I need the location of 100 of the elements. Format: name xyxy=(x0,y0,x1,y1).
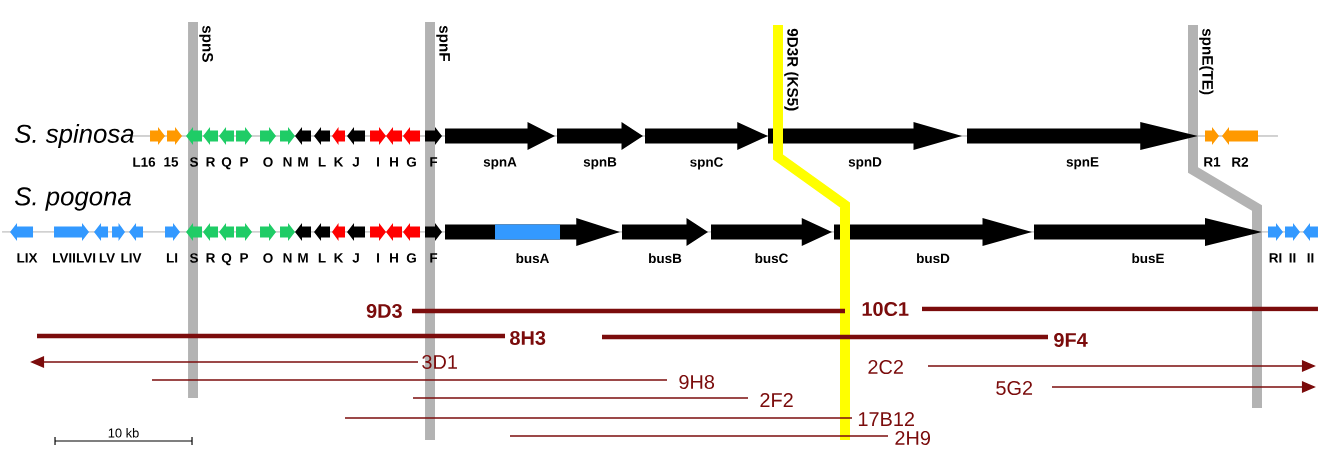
gene-block: H xyxy=(386,223,402,263)
gene-block: L16 xyxy=(133,127,165,167)
gene-block: I xyxy=(370,127,386,167)
node-label: H xyxy=(390,253,398,263)
node-label: G xyxy=(406,157,416,167)
gene-block: M xyxy=(295,223,311,263)
node-label: spnC xyxy=(690,157,723,170)
species-name: S. spinosa xyxy=(15,123,134,148)
gene-block: spnD xyxy=(768,122,962,170)
node-label: busE xyxy=(1132,253,1164,264)
node-label: F xyxy=(430,253,438,263)
node-label: spnB xyxy=(583,157,617,170)
clone-label: 9H8 xyxy=(679,374,715,390)
gene-block: N xyxy=(280,127,295,167)
node-label: RI xyxy=(1269,253,1282,263)
node-label: Q xyxy=(221,157,232,170)
gene-block: busE xyxy=(1034,218,1262,264)
gene-block: J xyxy=(347,127,365,167)
gene-block: LIV xyxy=(121,223,143,263)
gene-block: spnC xyxy=(645,122,768,170)
node-label: spnD xyxy=(848,157,882,170)
gene-block: G xyxy=(403,223,420,263)
node-label: II xyxy=(1289,253,1296,263)
node-label: P xyxy=(240,253,249,263)
gene-block: M xyxy=(295,127,311,167)
node-label: R2 xyxy=(1232,157,1249,167)
gene-block: P xyxy=(236,127,252,167)
clone-label: 2F2 xyxy=(760,393,793,407)
node-label: busC xyxy=(755,253,788,264)
gene-block: S xyxy=(186,223,202,263)
node-label: K xyxy=(334,157,344,167)
gene-block: spnB xyxy=(557,122,643,170)
gene-block: busB xyxy=(622,218,708,264)
bar-label: 9D3R (KS5) xyxy=(784,28,799,111)
gene-block: F xyxy=(425,127,442,167)
node-label: N xyxy=(283,253,292,263)
node-label: J xyxy=(352,253,359,263)
node-label: J xyxy=(352,157,359,167)
gene-block: H xyxy=(386,127,402,167)
node-label: LV xyxy=(99,253,116,263)
clone-label: 8H3 xyxy=(510,330,546,346)
node-label: II xyxy=(1307,253,1314,263)
node-label: S xyxy=(189,253,198,263)
node-label: G xyxy=(406,253,416,263)
gene-block: K xyxy=(332,127,345,167)
node-label: R xyxy=(206,253,216,263)
node-label: O xyxy=(263,157,273,167)
node-label: busA xyxy=(516,253,549,264)
node-label: N xyxy=(283,157,292,167)
gene-block: N xyxy=(280,223,295,263)
gene-block: Q xyxy=(219,127,234,170)
node-label: I xyxy=(377,253,379,263)
gene-block: LI xyxy=(165,223,180,263)
gene-block: K xyxy=(332,223,345,263)
gene-block: spnA xyxy=(445,122,555,170)
gene-block: spnE xyxy=(967,122,1198,170)
gene-block: S xyxy=(186,127,202,167)
gene-block: RI xyxy=(1268,223,1283,263)
gene-block: busD xyxy=(834,218,1032,264)
node-label: LI xyxy=(166,253,178,263)
node-label: R xyxy=(206,157,216,167)
gene-block: LIX xyxy=(10,223,38,263)
gene-block: I xyxy=(370,223,386,263)
bar-label: spnS xyxy=(199,25,214,62)
gene-block: II xyxy=(1285,223,1300,263)
node-label: LIV xyxy=(121,253,142,263)
gene-block: J xyxy=(347,223,365,263)
clone-label: 2C2 xyxy=(868,359,903,375)
node-label: spnE xyxy=(1066,157,1099,170)
clone-label: 9F4 xyxy=(1054,332,1088,348)
gene-block: F xyxy=(425,223,442,263)
node-label: I xyxy=(377,157,379,167)
clone-label: 17B12 xyxy=(858,412,914,426)
node-label: L xyxy=(318,253,326,263)
node-label: busB xyxy=(649,253,682,264)
node-label: M xyxy=(298,157,308,167)
node-label: LVI xyxy=(76,253,96,263)
node-label: H xyxy=(390,157,398,167)
node-label: F xyxy=(430,157,438,167)
gene-block: P xyxy=(236,223,252,263)
gene-block: 15 xyxy=(164,127,182,167)
node-label: LIX xyxy=(17,253,38,263)
gene-block: busA xyxy=(445,218,620,264)
gene-block: R xyxy=(203,127,218,167)
gene-block: R2 xyxy=(1222,127,1258,167)
bar-label: spnE(TE) xyxy=(1199,28,1214,95)
bar-label: spnF xyxy=(436,25,450,62)
gene-block: L xyxy=(314,223,330,263)
gene-block: II xyxy=(1303,223,1318,263)
node-label: LVII xyxy=(53,253,75,263)
clone-label: 10C1 xyxy=(862,301,909,317)
clone-label: 3D1 xyxy=(422,354,457,370)
node-label: 15 xyxy=(164,157,179,167)
node-label: L16 xyxy=(133,157,156,167)
gene-block: R xyxy=(203,223,218,263)
node-label: Q xyxy=(221,253,232,266)
clone-label: 9D3 xyxy=(366,303,402,319)
clone-label: 5G2 xyxy=(996,380,1033,396)
gene-block: Q xyxy=(219,223,234,266)
gene-block: L xyxy=(314,127,330,167)
